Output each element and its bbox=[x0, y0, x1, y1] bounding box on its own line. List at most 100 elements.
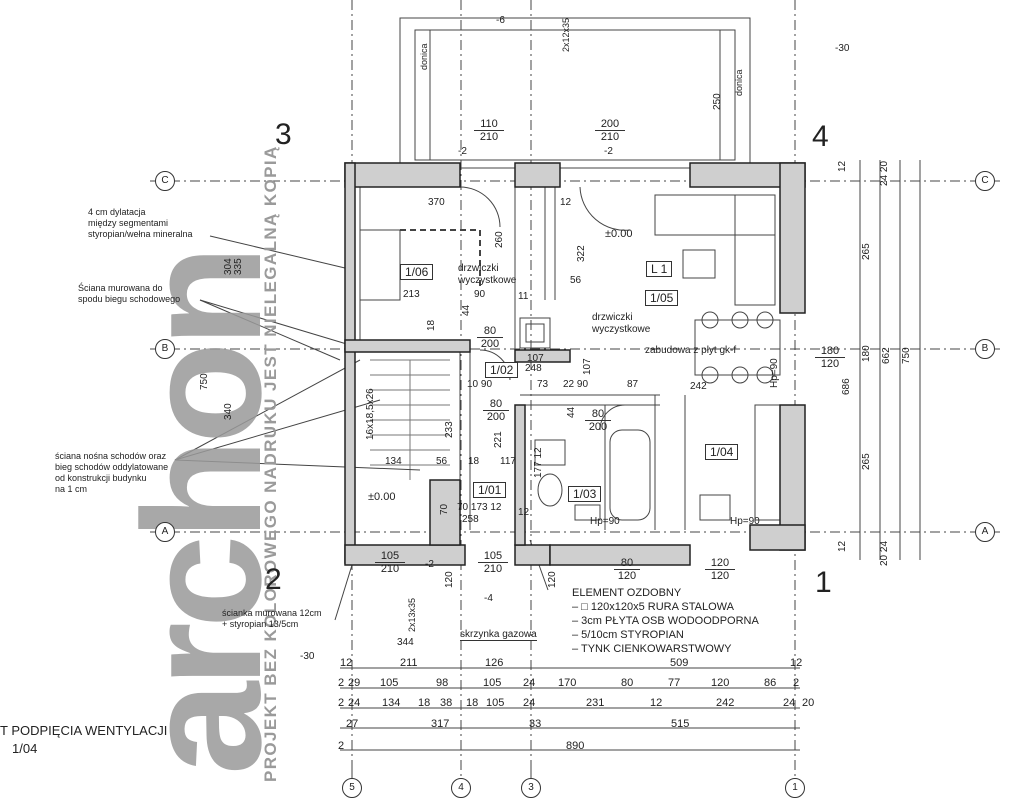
level-mark: 2x13x35 bbox=[407, 597, 417, 632]
dimension: 70 173 12 bbox=[457, 502, 502, 513]
axis-marker-3: 3 bbox=[521, 778, 541, 798]
room-label-1-06: 1/06 bbox=[400, 264, 434, 280]
axis-marker-b: B bbox=[155, 339, 175, 359]
axis-marker-1: 1 bbox=[785, 778, 805, 798]
axis-marker-5: 5 bbox=[342, 778, 362, 798]
dimension: 213 bbox=[403, 289, 420, 300]
dimension: 10 90 bbox=[467, 379, 493, 390]
dimension: 180 bbox=[861, 345, 872, 362]
dimension: 258 bbox=[462, 514, 479, 525]
dimension: 686 bbox=[841, 378, 852, 395]
dimension: 70 bbox=[439, 503, 450, 515]
label-donica-left: donica bbox=[419, 43, 429, 70]
note-element-ozdobny: ELEMENT OZDOBNY – □ 120x120x5 RURA STALO… bbox=[572, 587, 759, 655]
dimension: 56 bbox=[570, 275, 582, 286]
dimension: 233 bbox=[444, 421, 455, 438]
dimension: 18 bbox=[426, 319, 437, 331]
level-mark: ±0.00 bbox=[368, 491, 396, 503]
note-zabudowa: zabudowa z płyt gk-f bbox=[645, 345, 737, 356]
label-stairs: 16x18,5x26 bbox=[365, 388, 376, 440]
corner-number-4: 4 bbox=[812, 120, 829, 153]
dimension: 335 bbox=[233, 258, 244, 275]
dimension: 662 bbox=[881, 347, 892, 364]
dimension: 44 bbox=[461, 304, 472, 316]
dimension: 120 bbox=[444, 571, 455, 588]
dimension: 12 bbox=[518, 507, 530, 518]
room-label-1-02: 1/02 bbox=[485, 362, 519, 378]
dimension: 242 bbox=[690, 381, 707, 392]
dimension: 370 bbox=[428, 197, 445, 208]
note-wentylacja: T PODPIĘCIA WENTYLACJI 1/04 bbox=[0, 723, 168, 756]
dimension: 750 bbox=[901, 347, 912, 364]
axis-marker-c-right: C bbox=[975, 171, 995, 191]
level-mark: -2 bbox=[458, 146, 467, 157]
level-mark: -2 bbox=[604, 146, 613, 157]
dimension: 107 bbox=[527, 353, 544, 364]
corner-number-3: 3 bbox=[275, 118, 292, 151]
axis-marker-c: C bbox=[155, 171, 175, 191]
dimension: 248 bbox=[525, 363, 542, 374]
room-label-1-03: 1/03 bbox=[568, 486, 602, 502]
corner-number-2: 2 bbox=[265, 563, 282, 596]
dimension: 265 bbox=[861, 243, 872, 260]
room-label-l1: L 1 bbox=[646, 261, 673, 277]
dimension: 24 20 bbox=[879, 160, 890, 186]
dimension: 260 bbox=[494, 231, 505, 248]
dimension: 87 bbox=[627, 379, 639, 390]
axis-marker-a-right: A bbox=[975, 522, 995, 542]
dimension: 12 bbox=[837, 160, 848, 172]
axis-marker-4: 4 bbox=[451, 778, 471, 798]
dimension: Hp=90 bbox=[730, 516, 760, 527]
watermark-notice: PROJEKT BEZ KOLOROWEGO NADRUKU JEST NIEL… bbox=[261, 145, 280, 782]
room-label-1-04: 1/04 bbox=[705, 444, 739, 460]
dimension: Hp=90 bbox=[769, 358, 780, 388]
dimension: 22 90 bbox=[563, 379, 589, 390]
level-mark: -6 bbox=[496, 15, 505, 26]
level-mark: ±0.00 bbox=[605, 228, 633, 240]
level-mark: 2x12x35 bbox=[561, 17, 571, 52]
level-mark: -4 bbox=[484, 593, 493, 604]
axis-marker-b-right: B bbox=[975, 339, 995, 359]
dimension: 322 bbox=[576, 245, 587, 262]
level-mark: -2 bbox=[425, 559, 434, 570]
dimension: 90 bbox=[474, 289, 486, 300]
dimension: 344 bbox=[397, 637, 414, 648]
dimension: 340 bbox=[223, 403, 234, 420]
note-skrzynka-gazowa: skrzynka gazowa bbox=[460, 629, 537, 641]
level-mark: -30 bbox=[835, 43, 850, 54]
dimension: 11 bbox=[518, 291, 529, 302]
label-donica-right: donica bbox=[734, 69, 744, 96]
level-mark: -30 bbox=[300, 651, 315, 662]
dimension: 120 bbox=[547, 571, 558, 588]
axis-marker-a: A bbox=[155, 522, 175, 542]
corner-number-1: 1 bbox=[815, 566, 832, 599]
dimension: 107 bbox=[582, 358, 593, 375]
dimension: 18 bbox=[468, 456, 480, 467]
dimension: 20 24 bbox=[879, 540, 890, 566]
dimension: 134 bbox=[385, 456, 402, 467]
dimension: 750 bbox=[199, 373, 210, 390]
dimension: 265 bbox=[861, 453, 872, 470]
dimension: 12 bbox=[560, 197, 572, 208]
room-label-1-01: 1/01 bbox=[473, 482, 507, 498]
dimension: 73 bbox=[537, 379, 549, 390]
dimension: 12 bbox=[837, 540, 848, 552]
dimension: 117 bbox=[500, 456, 516, 467]
dimension: Hp=90 bbox=[590, 516, 620, 527]
dimension: 250 bbox=[712, 93, 723, 110]
room-label-1-05: 1/05 bbox=[645, 290, 679, 306]
